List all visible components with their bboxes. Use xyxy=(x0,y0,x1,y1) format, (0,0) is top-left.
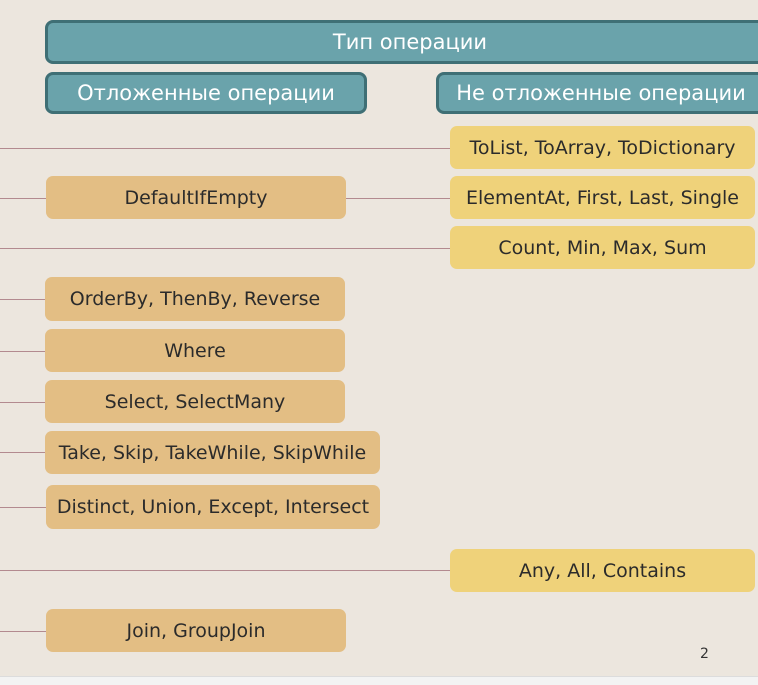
box-any-label: Any, All, Contains xyxy=(518,559,687,582)
connector-line xyxy=(0,299,48,300)
connector-line xyxy=(0,402,48,403)
box-default-if-empty-label: DefaultIfEmpty xyxy=(124,186,268,209)
box-select: Select, SelectMany xyxy=(45,380,345,423)
box-order-by: OrderBy, ThenBy, Reverse xyxy=(45,277,345,321)
box-default-if-empty: DefaultIfEmpty xyxy=(46,176,346,219)
connector-line xyxy=(0,631,48,632)
box-to-list-label: ToList, ToArray, ToDictionary xyxy=(469,136,736,159)
box-count: Count, Min, Max, Sum xyxy=(450,226,755,269)
box-distinct: Distinct, Union, Except, Intersect xyxy=(46,485,380,529)
box-count-label: Count, Min, Max, Sum xyxy=(498,236,707,259)
connector-line xyxy=(0,351,48,352)
box-element-at-label: ElementAt, First, Last, Single xyxy=(466,186,739,209)
page-number: 2 xyxy=(700,646,709,662)
connector-line xyxy=(0,148,452,149)
immediate-operations-title: Не отложенные операции xyxy=(456,81,746,105)
connector-line xyxy=(0,507,48,508)
box-element-at: ElementAt, First, Last, Single xyxy=(450,176,755,219)
connector-line xyxy=(345,198,452,199)
box-where: Where xyxy=(45,329,345,372)
box-select-label: Select, SelectMany xyxy=(104,390,286,413)
connector-line xyxy=(0,248,452,249)
box-distinct-label: Distinct, Union, Except, Intersect xyxy=(56,496,370,518)
deferred-operations-header: Отложенные операции xyxy=(45,72,367,114)
immediate-operations-header: Не отложенные операции xyxy=(436,72,758,114)
box-take-label: Take, Skip, TakeWhile, SkipWhile xyxy=(58,441,367,464)
box-where-label: Where xyxy=(164,339,226,362)
bottom-strip xyxy=(0,676,758,685)
box-order-by-label: OrderBy, ThenBy, Reverse xyxy=(69,288,321,310)
box-join-label: Join, GroupJoin xyxy=(126,619,266,642)
box-join: Join, GroupJoin xyxy=(46,609,346,652)
operation-type-title: Тип операции xyxy=(332,30,488,54)
operation-type-header: Тип операции xyxy=(45,20,758,64)
box-any: Any, All, Contains xyxy=(450,549,755,592)
deferred-operations-title: Отложенные операции xyxy=(77,81,335,105)
connector-line xyxy=(0,198,48,199)
connector-line xyxy=(0,452,48,453)
box-to-list: ToList, ToArray, ToDictionary xyxy=(450,126,755,169)
connector-line xyxy=(0,570,452,571)
box-take: Take, Skip, TakeWhile, SkipWhile xyxy=(45,431,380,474)
